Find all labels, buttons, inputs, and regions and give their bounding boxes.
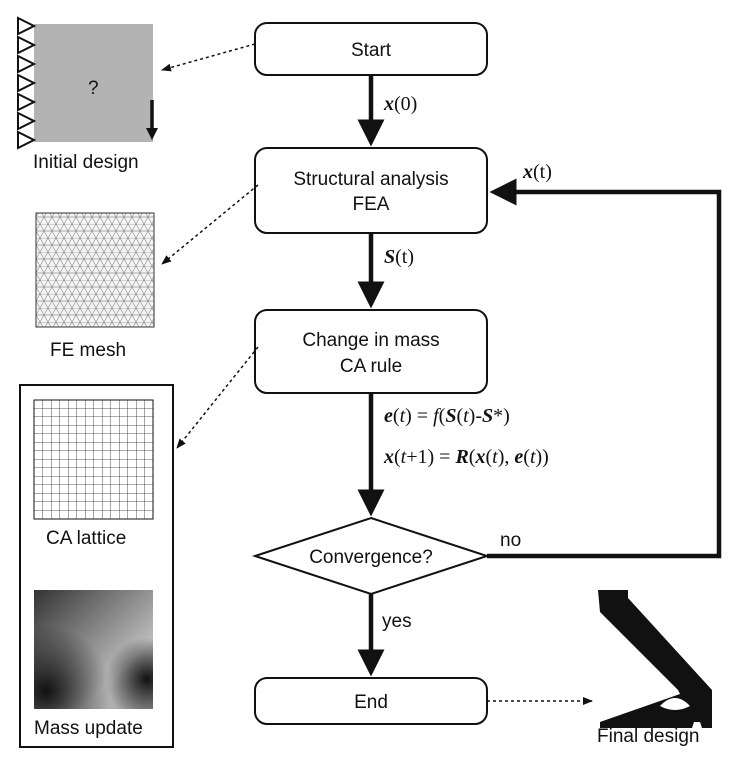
analysis-label-line1: Structural analysis [293,169,448,190]
start-box: Start [254,22,488,76]
fe-mesh-figure: FE mesh [35,212,155,361]
no-label: no [500,530,521,551]
change-label-line1: Change in mass [302,330,439,351]
question-mark: ? [88,78,99,99]
feedback-loop-arrow [487,178,722,559]
final-design-shape [598,590,712,728]
mass-update-caption: Mass update [34,718,143,739]
x0-label: x(0) [383,93,417,115]
ca-lattice-caption: CA lattice [46,528,126,549]
final-design-hole [660,698,690,710]
design-domain [34,24,153,142]
dotted-connector-change [176,346,259,449]
ca-lattice-grid [33,399,154,520]
structural-analysis-box: Structural analysis FEA [254,147,488,234]
analysis-label-line2: FEA [353,194,390,215]
mesh-grid [35,212,155,328]
ca-panel: CA lattice Mass update [19,384,174,748]
fixed-support-icon [17,16,37,150]
change-label-line2: CA rule [340,356,402,377]
convergence-label: Convergence? [309,547,433,568]
start-label: Start [351,40,392,61]
final-design-caption: Final design [597,726,699,747]
end-label: End [354,692,388,713]
change-in-mass-box: Change in mass CA rule [254,309,488,394]
mass-update-image [34,590,153,709]
initial-design-figure: ? Initial design [17,16,158,173]
yes-label: yes [382,611,412,632]
dotted-connector-start [161,43,256,72]
fe-mesh-caption: FE mesh [50,340,126,361]
st-label: S(t) [384,246,414,268]
end-box: End [254,677,488,725]
error-equation: e(t) = f(S(t)-S*) [384,405,510,427]
load-arrow-head-icon [146,128,158,140]
xt-label: x(t) [522,161,552,183]
update-equation: x(t+1) = R(x(t), e(t)) [383,446,549,468]
final-design-figure: Final design [597,590,712,747]
convergence-decision: Convergence? [251,516,491,596]
dotted-connector-analysis [161,184,259,265]
initial-design-caption: Initial design [33,152,139,173]
